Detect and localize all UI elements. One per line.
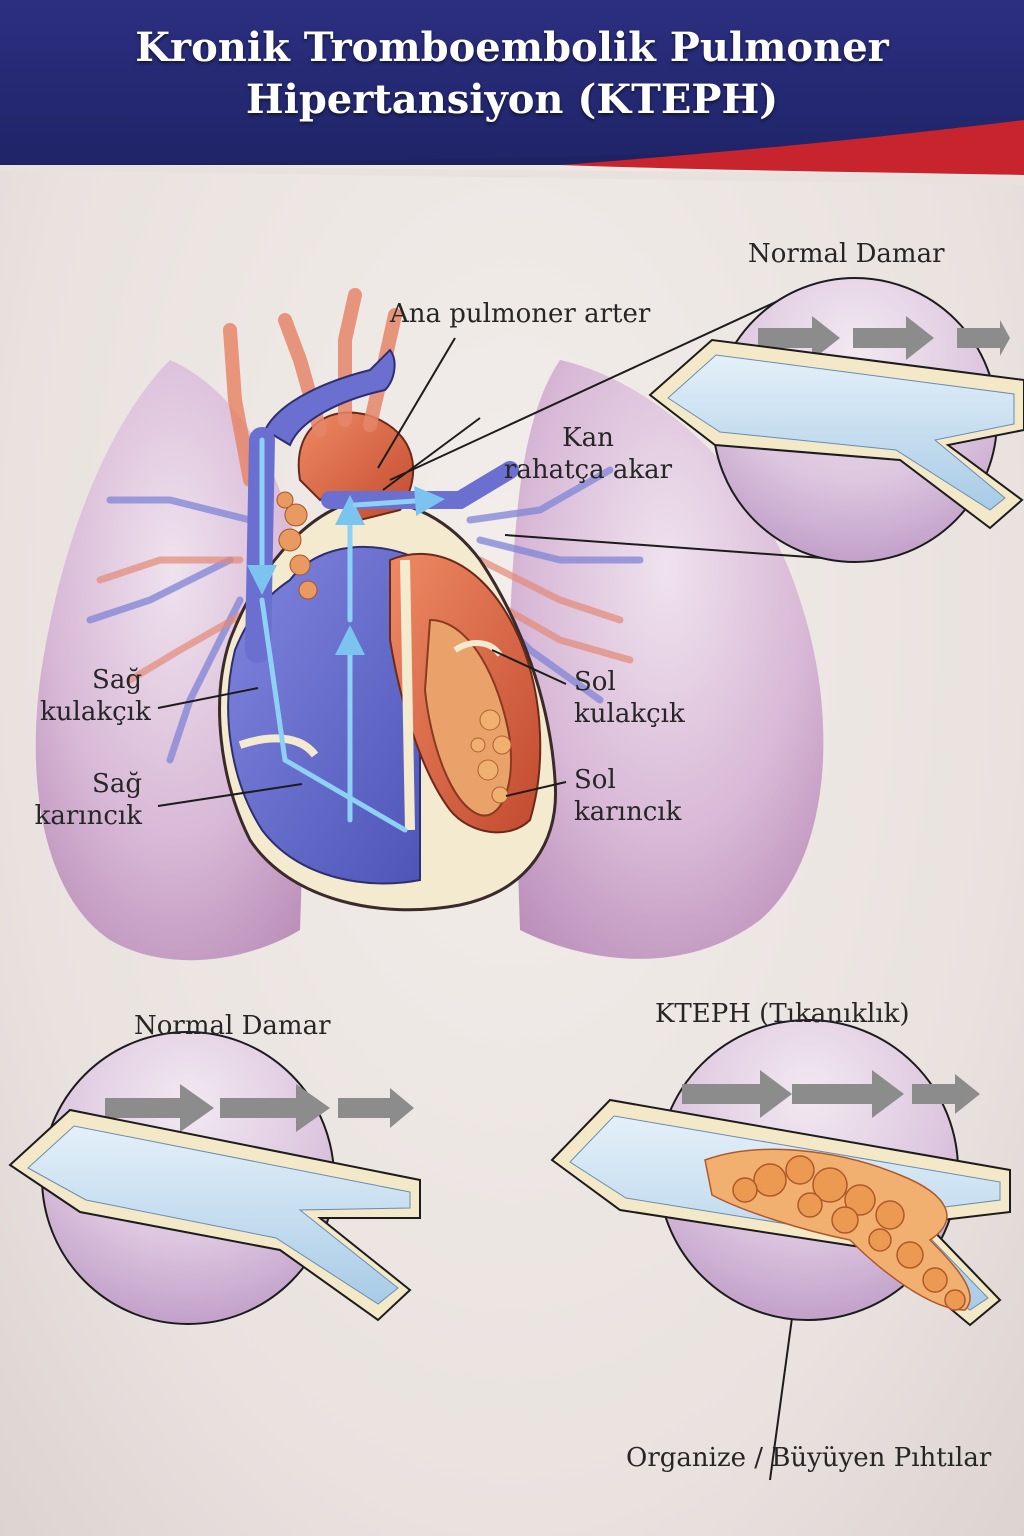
flow-arrows [105,1084,414,1132]
label-kan-rahatca-akar: Kan rahatça akar [478,422,698,486]
heart [218,288,558,912]
title-line-2: Hipertansiyon (KTEPH) [245,76,779,123]
pulmonary-vessels-red [96,556,634,684]
flow-arrows [758,316,1010,360]
clot-label: Organize / Büyüyen Pıhtılar [626,1443,992,1473]
label-ana-pulmoner-arter: Ana pulmoner arter [390,299,651,329]
label-sol-kulakcik-line-1: Sol [574,667,616,697]
label-sol-kulakcik-line-2: kulakçık [574,699,685,729]
aorta-texture [276,491,318,600]
label-sol-karincik-line-1: Sol [574,765,616,795]
label-sag-karincik-line-1: Sağ [92,769,142,799]
label-sol-karincik: Sol karıncık [574,764,681,828]
banner-red-swoosh [560,120,1024,175]
label-sol-karincik-line-2: karıncık [574,797,682,827]
blood-flow-lines [247,437,445,833]
label-kan-line-2: rahatça akar [503,455,673,485]
clot [704,1148,971,1311]
label-sag-karincik: Sağ karıncık [30,768,142,832]
pulmonary-artery-branch [321,461,519,509]
inset-normal-vessel-top [648,277,1024,563]
label-sag-karincik-line-2: karıncık [34,801,142,831]
inset-normal-vessel-bottom [8,1031,421,1325]
label-sag-kulakcik: Sağ kulakçık [40,664,151,728]
inset-top-right-heading: Normal Damar [748,239,945,269]
label-kan-line-1: Kan [562,423,614,453]
title-banner [0,0,1024,185]
label-sol-kulakcik: Sol kulakçık [574,666,685,730]
title-line-1: Kronik Tromboembolik Pulmoner [135,24,889,71]
inset-kteph-vessel [550,1019,1011,1327]
inset-bottom-right-heading: KTEPH (Tıkanıklık) [655,999,910,1029]
inset-bottom-left-heading: Normal Damar [134,1011,331,1041]
pulmonary-trunk [263,348,396,447]
label-sag-kulakcik-line-1: Sağ [92,665,142,695]
label-sag-kulakcik-line-2: kulakçık [40,697,151,727]
page-title: Kronik Tromboembolik Pulmoner Hipertansi… [0,22,1024,126]
pulmonary-vessels-blue [86,466,644,764]
lungs [35,360,824,961]
flow-arrows [682,1070,980,1118]
lv-texture [470,709,512,804]
leader-lines [157,299,851,1481]
